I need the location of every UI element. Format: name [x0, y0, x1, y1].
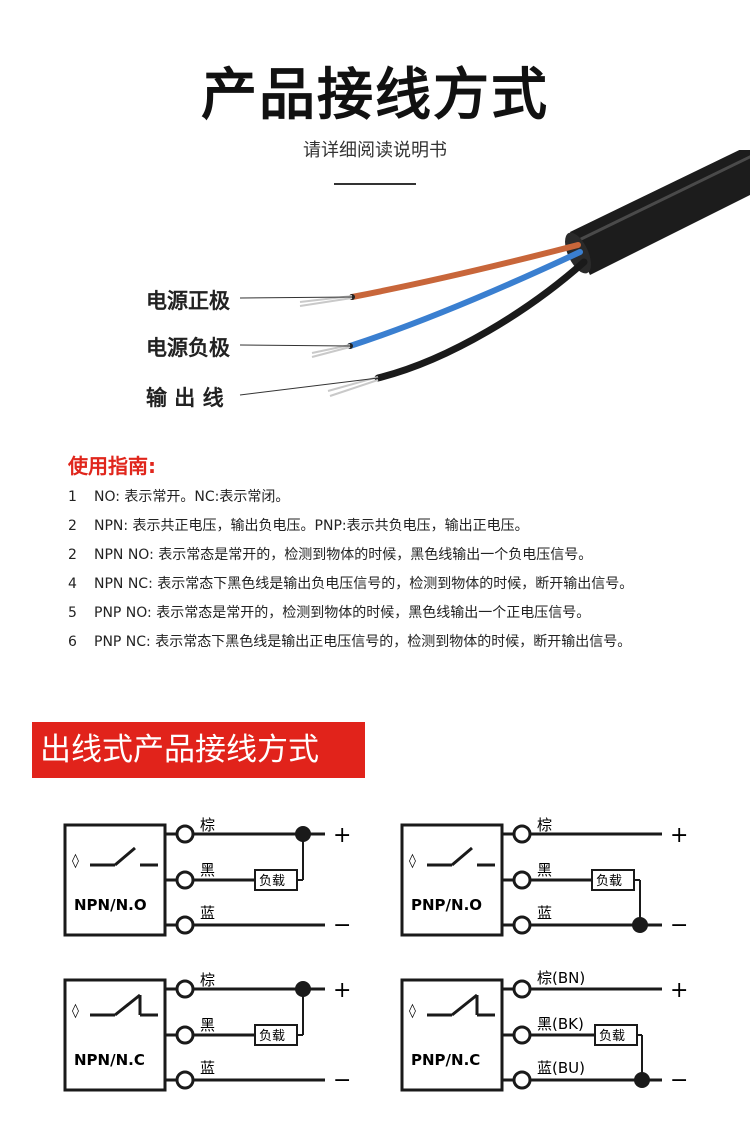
blue-wire — [347, 249, 583, 349]
wire-brown-label: 棕 — [200, 816, 215, 834]
minus-label: − — [670, 1068, 688, 1093]
wire-brown-label: 棕(BN) — [537, 969, 585, 987]
plus-label: + — [670, 978, 688, 1003]
load-label: 负载 — [596, 874, 622, 889]
cable-illustration — [239, 150, 750, 397]
label-power-positive: 电源正极 — [146, 289, 230, 313]
sensor-icon: ◊ — [72, 1003, 79, 1019]
blue-wire-strands — [311, 344, 351, 358]
label-output-wire: 输 出 线 — [146, 386, 224, 410]
page-subtitle: 请详细阅读说明书 — [303, 140, 447, 161]
diagram-npn-nc: ◊ NPN/N.C 棕 黑 蓝 负载 + − — [63, 971, 351, 1093]
page-title: 产品接线方式 — [201, 63, 549, 128]
wiring-diagrams: ◊ NPN/N.O 棕 黑 蓝 负载 + − ◊ PNP/N.O — [63, 816, 688, 1093]
wire-brown-label: 棕 — [200, 971, 215, 989]
sensor-icon: ◊ — [409, 853, 416, 869]
label-power-negative: 电源负极 — [146, 336, 230, 360]
sensor-icon: ◊ — [72, 853, 79, 869]
minus-label: − — [333, 1068, 351, 1093]
wire-blue-label: 蓝 — [200, 1059, 215, 1077]
black-wire — [374, 258, 588, 382]
black-wire-strands — [327, 376, 379, 397]
diagram-label: PNP/N.C — [411, 1051, 480, 1069]
guide-title: 使用指南: — [68, 454, 156, 478]
wire-blue-label: 蓝(BU) — [537, 1059, 585, 1077]
diagram-pnp-no: ◊ PNP/N.O 棕 黑 蓝 负载 + − — [400, 816, 688, 938]
load-label: 负载 — [259, 874, 285, 889]
wire-blue-label: 蓝 — [200, 904, 215, 922]
diagram-pnp-nc: ◊ PNP/N.C 棕(BN) 黑(BK) 蓝(BU) 负载 + − — [400, 969, 688, 1093]
plus-label: + — [333, 823, 351, 848]
diagram-npn-no: ◊ NPN/N.O 棕 黑 蓝 负载 + − — [63, 816, 351, 938]
wire-blue-label: 蓝 — [537, 904, 552, 922]
diagram-label: NPN/N.O — [74, 896, 147, 914]
plus-label: + — [333, 978, 351, 1003]
title-divider — [334, 183, 416, 185]
section-banner: 出线式产品接线方式 — [32, 722, 365, 778]
cable-jacket — [570, 150, 750, 275]
load-label: 负载 — [259, 1029, 285, 1044]
diagram-label: NPN/N.C — [74, 1051, 145, 1069]
plus-label: + — [670, 823, 688, 848]
sensor-icon: ◊ — [409, 1003, 416, 1019]
wire-black-label: 黑 — [200, 861, 215, 879]
minus-label: − — [333, 913, 351, 938]
brown-wire — [349, 242, 581, 300]
wire-brown-label: 棕 — [537, 816, 552, 834]
load-label: 负载 — [599, 1029, 625, 1044]
wire-black-label: 黑 — [537, 861, 552, 879]
diagram-label: PNP/N.O — [411, 896, 482, 914]
wire-black-label: 黑 — [200, 1016, 215, 1034]
wire-black-label: 黑(BK) — [537, 1015, 584, 1033]
minus-label: − — [670, 913, 688, 938]
